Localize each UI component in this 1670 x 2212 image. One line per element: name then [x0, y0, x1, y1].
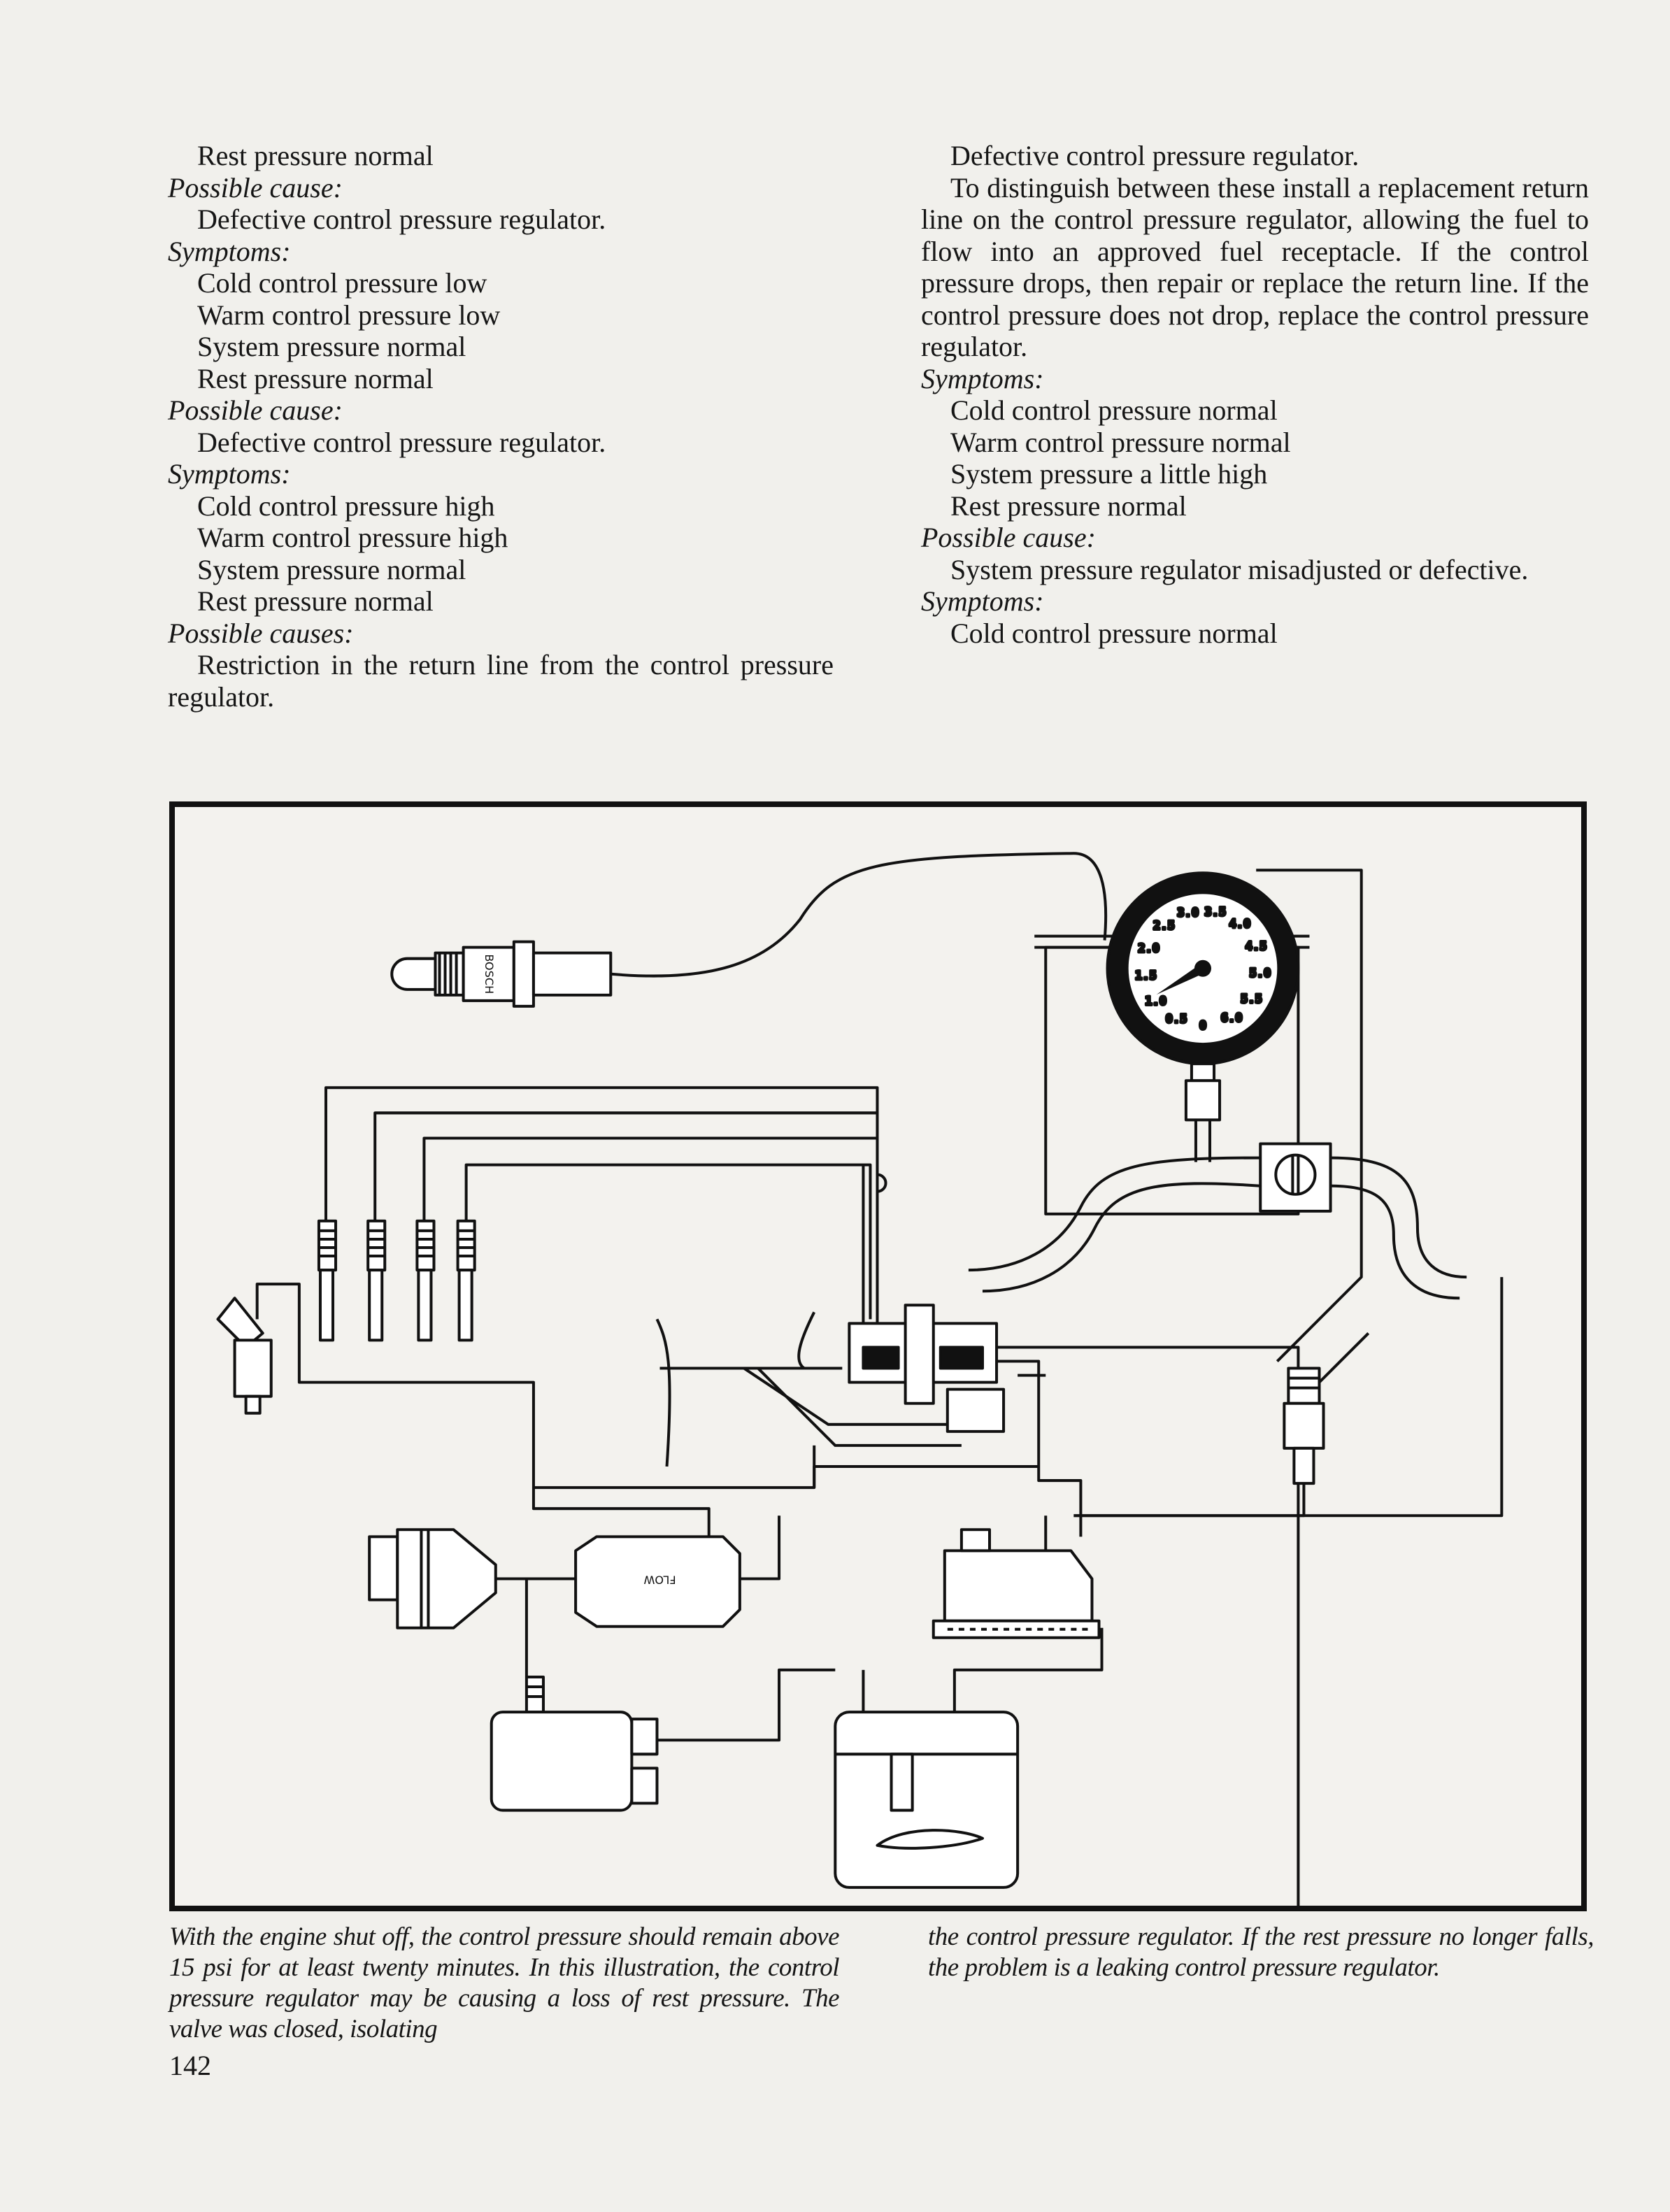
main-injector — [1073, 1332, 1370, 1518]
fuel-filter: FLOW — [574, 1515, 781, 1628]
gauge-tick-label: 4.0 — [1229, 918, 1250, 932]
section-label: Possible cause: — [921, 522, 1096, 553]
gauge-tick-label: 1.0 — [1145, 994, 1166, 1008]
gauge-tick-label: 4.5 — [1246, 939, 1267, 953]
section-label: Symptoms: — [168, 458, 291, 490]
fuel-line-right — [1330, 1156, 1467, 1300]
sensor-brand-label: BOSCH — [483, 954, 496, 994]
return-line-lower — [1073, 1277, 1504, 1518]
list-item: System pressure normal — [197, 331, 466, 362]
list-item: Warm control pressure high — [197, 522, 508, 553]
list-item: Cold control pressure high — [197, 490, 495, 522]
gauge-fitting — [1184, 1079, 1222, 1122]
cold-start-valve — [216, 1283, 816, 1490]
gauge-tick-label: 3.0 — [1177, 906, 1199, 920]
list-item: Defective control pressure regulator. — [950, 140, 1359, 171]
gauge-tick-label: 5.0 — [1250, 966, 1271, 980]
oxygen-sensor: BOSCH — [390, 852, 1108, 1008]
gauge-tick-label: 6.0 — [1221, 1011, 1243, 1025]
section-label: Symptoms: — [921, 585, 1044, 617]
list-item: Cold control pressure normal — [950, 617, 1278, 649]
figure-caption-left: With the engine shut off, the control pr… — [169, 1922, 840, 2043]
paragraph: To distinguish between these install a r… — [921, 171, 1589, 363]
fuel-tank — [834, 1627, 1104, 1889]
gauge-tick-label: 1.5 — [1135, 969, 1157, 983]
gauge-tick-label: 2.0 — [1138, 942, 1159, 956]
list-item: Rest pressure normal — [950, 490, 1187, 522]
fuel-distributor — [655, 1304, 1300, 1906]
list-item: Defective control pressure regulator. — [197, 204, 606, 235]
section-label: Symptoms: — [921, 362, 1044, 394]
right-text-column: Defective control pressure regulator.To … — [921, 140, 1589, 649]
section-label: Symptoms: — [168, 235, 291, 267]
paragraph: Restriction in the return line from the … — [168, 649, 834, 713]
section-label: Possible causes: — [168, 617, 354, 649]
filter-flow-label: FLOW — [643, 1573, 676, 1586]
gauge-tick-label: 0.5 — [1166, 1013, 1187, 1027]
injector-lines — [324, 1086, 887, 1327]
list-item: Rest pressure normal — [197, 585, 434, 617]
gauge-tick-label: 0 — [1199, 1019, 1206, 1033]
warm-up-regulator — [932, 1515, 1101, 1639]
gauge-hub — [1194, 959, 1212, 977]
list-item: System pressure a little high — [950, 458, 1268, 490]
pressure-gauge: 0 0.51.0 1.5 2.0 2.53.0 3.54.0 4.5 5.0 5.5 6.0 — [968, 869, 1467, 1362]
list-item: System pressure normal — [197, 553, 466, 585]
list-item: Warm control pressure normal — [950, 426, 1291, 458]
paragraph: System pressure regulator misadjusted or… — [950, 553, 1529, 585]
section-label: Possible cause: — [168, 394, 343, 426]
figure-caption-right: the control pressure regulator. If the r… — [928, 1922, 1594, 1982]
sensor-wire — [611, 852, 1108, 978]
fuel-line-left — [968, 1156, 1261, 1293]
list-item: Warm control pressure low — [197, 299, 501, 331]
fuel-pump — [490, 1668, 836, 1812]
gauge-tick-label: 2.5 — [1153, 919, 1175, 933]
list-item: Defective control pressure regulator. — [197, 426, 606, 458]
gauge-tick-label: 5.5 — [1241, 992, 1262, 1006]
list-item: Rest pressure normal — [197, 362, 434, 394]
page-number: 142 — [169, 2050, 211, 2081]
fuel-injectors — [317, 1219, 476, 1342]
list-item: Cold control pressure low — [197, 267, 487, 299]
section-label: Possible cause: — [168, 171, 343, 204]
gauge-needle — [1156, 964, 1206, 995]
control-pressure-regulator-small — [945, 1387, 1006, 1433]
return-line — [1256, 869, 1363, 1362]
fuel-accumulator — [368, 1528, 576, 1677]
list-item: Cold control pressure normal — [950, 394, 1278, 426]
list-item: Rest pressure normal — [197, 140, 434, 171]
gauge-tick-label: 3.5 — [1204, 905, 1226, 919]
